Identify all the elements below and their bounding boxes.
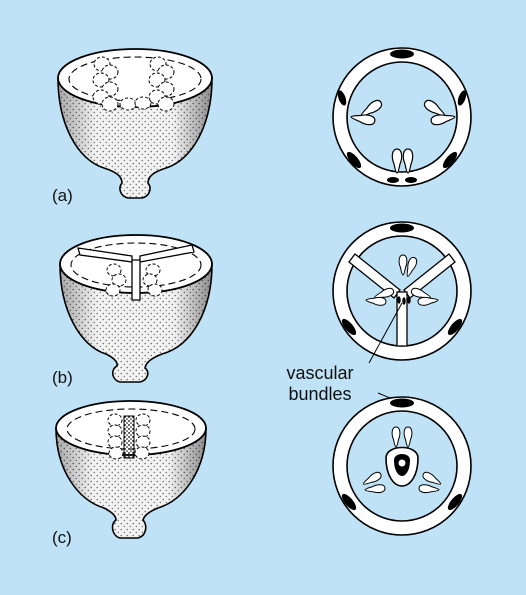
label-b: (b) [52,369,73,387]
cross-section-c [333,397,471,535]
cross-section-a [333,48,471,186]
vascular-bundles-annotation: vascular bundles [262,363,378,405]
label-a: (a) [52,187,73,205]
annotation-line-1: vascular [262,363,378,384]
central-placenta-c [108,414,150,459]
label-c: (c) [52,529,72,547]
annotation-line-2: bundles [262,384,378,405]
